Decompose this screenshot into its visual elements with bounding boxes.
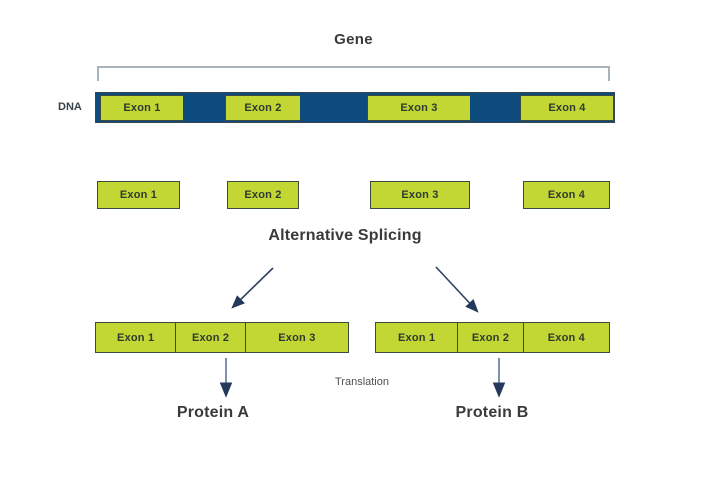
- dna-exon-3: Exon 3: [367, 95, 471, 121]
- mrna-transcript-a: Exon 1 Exon 2 Exon 3: [95, 322, 349, 353]
- dna-track: Exon 1 Exon 2 Exon 3 Exon 4: [95, 92, 615, 123]
- protein-b-label: Protein B: [455, 404, 529, 421]
- mrna-transcript-b: Exon 1 Exon 2 Exon 4: [375, 322, 610, 353]
- dna-intron-1: [183, 95, 224, 119]
- dna-intron-2: [300, 95, 366, 119]
- dna-exon-1: Exon 1: [100, 95, 184, 121]
- transcript-a-exon-3: Exon 3: [244, 323, 348, 352]
- alternative-splicing-label: Alternative Splicing: [268, 227, 422, 244]
- transcript-b-exon-1: Exon 1: [398, 331, 436, 344]
- spliced-exon-2: Exon 2: [227, 181, 299, 209]
- transcript-a-exon-2: Exon 2: [175, 323, 244, 352]
- spliced-exon-4: Exon 4: [523, 181, 610, 209]
- dna-exon-2: Exon 2: [225, 95, 301, 121]
- spliced-exon-1: Exon 1: [97, 181, 180, 209]
- protein-a-label: Protein A: [176, 404, 250, 421]
- translation-label: Translation: [334, 376, 389, 388]
- gene-title: Gene: [334, 31, 373, 48]
- splice-arrow-left: [231, 267, 274, 309]
- spliced-exon-3: Exon 3: [370, 181, 470, 209]
- dna-intron-3: [470, 95, 519, 119]
- transcript-b-exon-4: Exon 4: [522, 323, 609, 352]
- transcript-b-exon-2: Exon 2: [457, 323, 522, 352]
- dna-label: DNA: [58, 101, 82, 113]
- splice-arrow-right: [435, 266, 479, 313]
- gene-span-bracket: [97, 66, 610, 81]
- dna-exon-4: Exon 4: [520, 95, 614, 121]
- transcript-a-exon-1: Exon 1: [117, 331, 155, 344]
